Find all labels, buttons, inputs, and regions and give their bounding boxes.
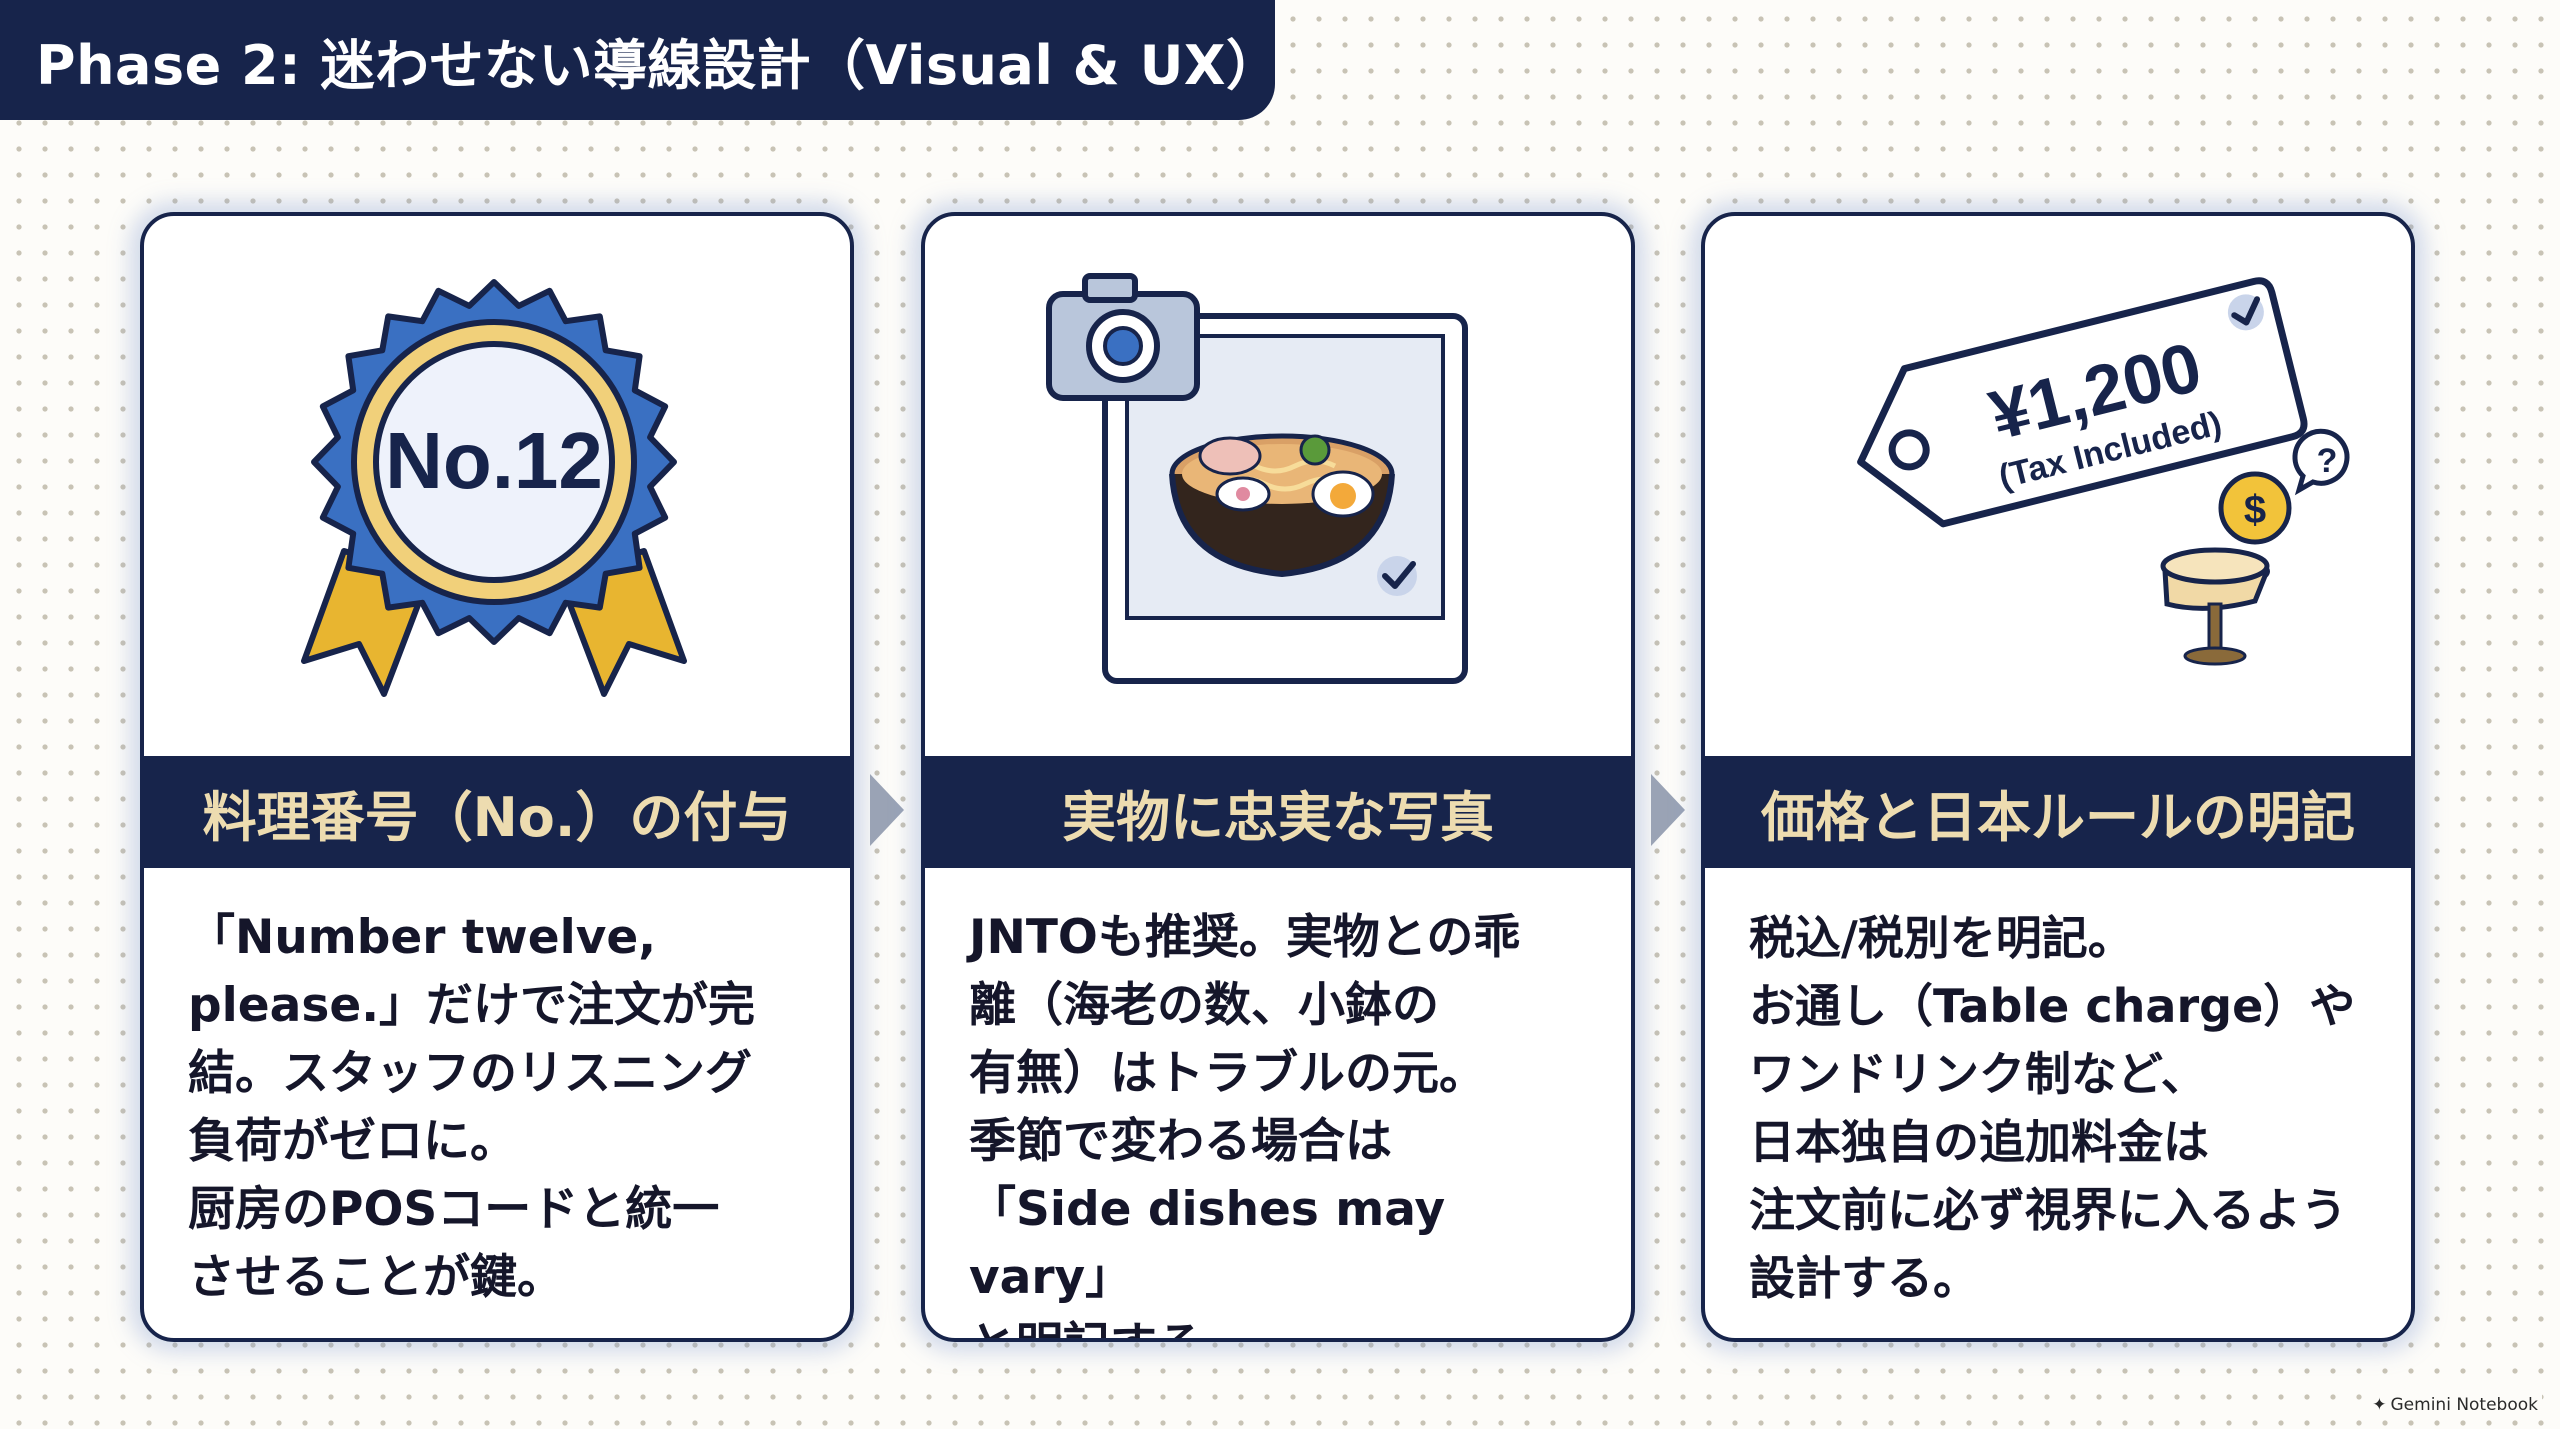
gemini-logo-icon: ✦ — [2372, 1395, 2387, 1415]
page-title: Phase 2: 迷わせない導線設計（Visual & UX） — [36, 33, 1281, 97]
chevron-right-icon — [1651, 774, 1685, 846]
header-bar: Phase 2: 迷わせない導線設計（Visual & UX） — [0, 0, 1280, 120]
card-title: 料理番号（No.）の付与 — [202, 785, 792, 849]
card-accurate-photo: 実物に忠実な写真 JNTOも推奨。実物との乖 離（海老の数、小鉢の 有無）はトラ… — [921, 212, 1635, 1342]
card-dish-number: No.12 料理番号（No.）の付与 「Number twelve, pleas… — [140, 212, 854, 1342]
camera-photo-ramen-icon — [1046, 273, 1468, 684]
check-icon — [2231, 296, 2261, 326]
card-body-text: 税込/税別を明記。 お通し（Table charge）や ワンドリンク制など、 … — [1749, 911, 2356, 1305]
gemini-notebook-watermark: ✦ Gemini Notebook — [2368, 1393, 2542, 1417]
chevron-right-icon — [870, 774, 904, 846]
question-bubble-icon — [2292, 428, 2350, 496]
card-title: 実物に忠実な写真 — [1062, 785, 1494, 849]
svg-text:?: ? — [2317, 442, 2338, 480]
check-icon — [1382, 561, 1416, 589]
card-title: 価格と日本ルールの明記 — [1761, 785, 2355, 849]
card-title-band: 価格と日本ルールの明記 — [1705, 756, 2411, 868]
rosette-number-label: No.12 — [385, 416, 603, 505]
card-price-rules: ¥1,200 (Tax Included) $ ? 価格と日本ルールの明記 税込… — [1701, 212, 2415, 1342]
card-title-band: 料理番号（No.）の付与 — [144, 756, 850, 868]
card-body-text: JNTOも推奨。実物との乖 離（海老の数、小鉢の 有無）はトラブルの元。 季節で… — [969, 910, 1521, 1338]
dollar-coin-icon: $ — [2244, 488, 2266, 532]
card-body-text: 「Number twelve, please.」だけで注文が完 結。スタッフのリ… — [188, 910, 756, 1305]
card-title-band: 実物に忠実な写真 — [925, 756, 1631, 868]
price-tag-icon: ¥1,200 (Tax Included) $ ? — [1857, 277, 2350, 666]
award-rosette-icon: No.12 — [301, 279, 687, 697]
footer-brand-label: Gemini Notebook — [2390, 1395, 2539, 1415]
